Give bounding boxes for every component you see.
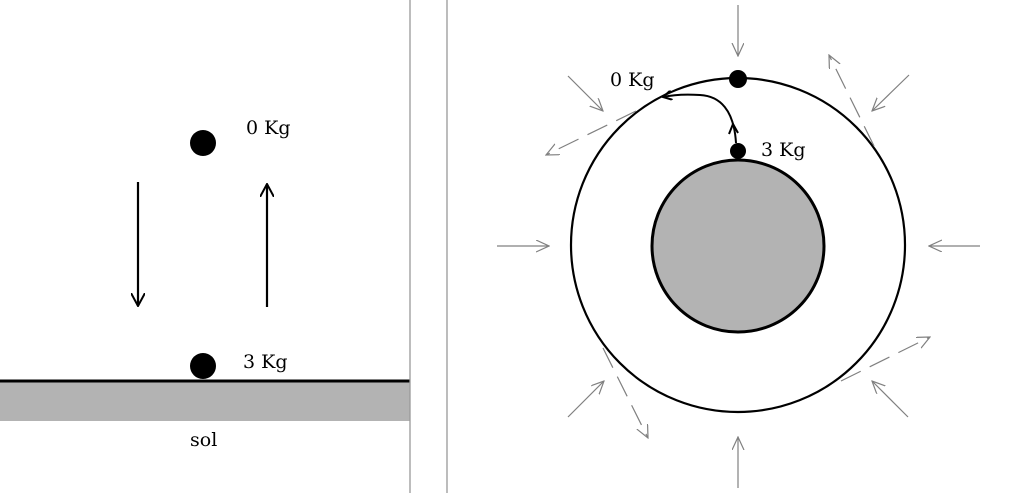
escape-arrow-lower-right-icon: [840, 337, 930, 382]
gravity-arrow-lower-right-icon: [872, 381, 909, 418]
bottom-ball: [190, 353, 216, 379]
ground: [0, 381, 410, 421]
top-ball: [190, 130, 216, 156]
left-panel: 0 Kg 3 Kg sol: [0, 117, 410, 451]
planet: [650, 158, 826, 334]
escape-arrow-lower-left-icon: [602, 347, 648, 438]
trajectory-mid-arrowhead-icon: [728, 121, 739, 135]
right-panel: 0 Kg 3 Kg: [497, 5, 980, 488]
escape-direction-arrows: [546, 55, 930, 438]
gravity-arrow-upper-right-icon: [872, 74, 910, 111]
escape-arrow-upper-left-icon: [546, 110, 637, 155]
surface-ball-label: 3 Kg: [761, 139, 806, 161]
bottom-ball-label: 3 Kg: [243, 351, 288, 373]
orbit-ball: [729, 70, 747, 88]
surface-ball: [730, 143, 746, 159]
top-ball-label: 0 Kg: [246, 117, 291, 139]
launch-trajectory-arrow-icon: [663, 95, 737, 144]
orbit-ball-label: 0 Kg: [610, 69, 655, 91]
gravity-arrow-lower-left-icon: [567, 381, 604, 418]
gravity-arrow-upper-left-icon: [567, 75, 603, 111]
gravity-field-arrows: [497, 5, 980, 488]
ground-label: sol: [190, 429, 217, 451]
escape-arrow-upper-right-icon: [829, 55, 875, 147]
